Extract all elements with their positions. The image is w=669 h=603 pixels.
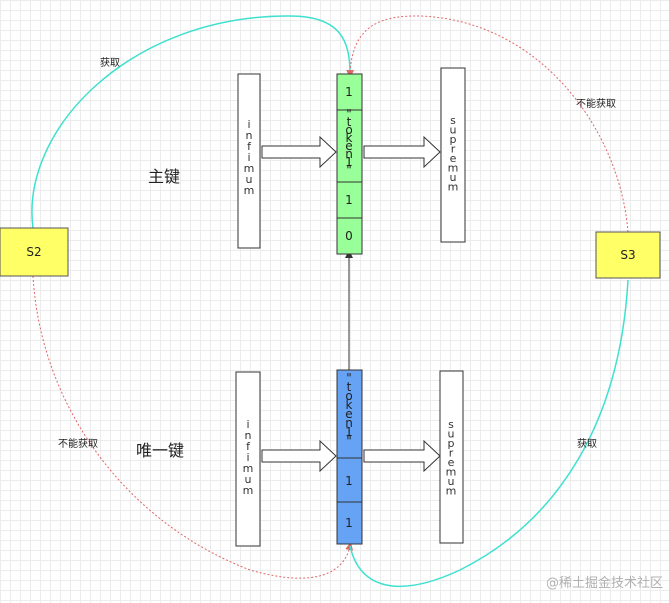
- primary-cell-value: 1: [345, 85, 353, 99]
- s3-cannot-acquire-edge: [346, 15, 629, 233]
- session-s3-label: S3: [620, 248, 635, 262]
- primary-cell: [336, 73, 363, 111]
- unique-row-to-supremum-arrow: [363, 439, 441, 473]
- primary-key-label: 主键: [148, 167, 180, 186]
- unique-cell-value: 1: [345, 474, 353, 488]
- unique-infimum-to-row-arrow: [261, 439, 337, 473]
- s3-cannot-acquire-label: 不能获取: [576, 97, 616, 110]
- primary-row-to-supremum-arrow: [363, 135, 441, 169]
- primary-cell-value: 0: [345, 229, 353, 243]
- s2-cannot-acquire-edge: [32, 275, 354, 579]
- primary-cell: [336, 181, 363, 219]
- unique-cell: [336, 501, 363, 545]
- s3-acquire-edge: [349, 279, 629, 588]
- session-s3: S3: [595, 231, 661, 279]
- unique-cell: [336, 369, 363, 459]
- s2-acquire-label: 获取: [100, 57, 120, 69]
- session-s2-label: S2: [26, 245, 41, 259]
- primary-infimum-to-row-arrow: [261, 135, 337, 169]
- watermark: @稀土掘金技术社区: [546, 575, 663, 591]
- unique-cell-value: 1: [345, 516, 353, 530]
- s3-acquire-label: 获取: [577, 438, 597, 450]
- unique-key-label: 唯一键: [136, 441, 184, 460]
- s2-acquire-edge: [31, 15, 351, 229]
- primary-cell-value: 1: [345, 193, 353, 207]
- primary-cell: [336, 217, 363, 255]
- s2-cannot-acquire-label: 不能获取: [58, 437, 98, 450]
- session-s2: S2: [0, 227, 69, 277]
